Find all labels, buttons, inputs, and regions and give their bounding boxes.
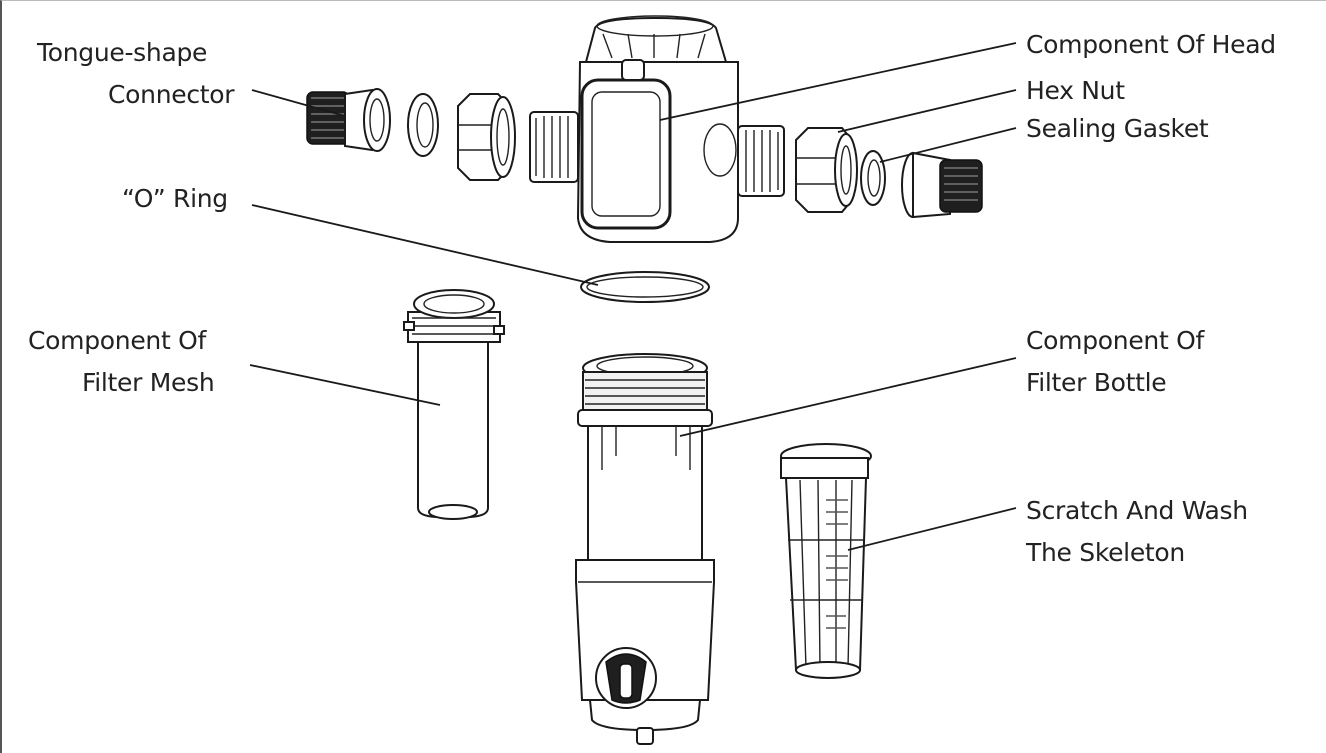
label-tongue-connector-line2: Connector: [108, 80, 235, 109]
label-hex-nut: Hex Nut: [1026, 76, 1125, 105]
right-hex-nut: [795, 127, 858, 213]
label-sealing-gasket: Sealing Gasket: [1026, 114, 1209, 143]
left-sealing-gasket: [407, 93, 439, 157]
label-head: Component Of Head: [1026, 30, 1276, 59]
filter-mesh: [403, 289, 505, 520]
leader-tongue-connector: [251, 89, 346, 117]
label-o-ring: “O” Ring: [122, 184, 228, 213]
leader-hex-nut: [837, 89, 1017, 133]
head-component: [529, 15, 785, 243]
leader-filter-mesh: [249, 364, 441, 406]
left-tongue-connector: [306, 88, 391, 152]
leader-filter-bottle: [679, 357, 1017, 437]
left-hex-nut: [457, 93, 516, 181]
filter-bottle: [575, 353, 715, 745]
o-ring: [580, 271, 710, 303]
leader-skeleton: [847, 507, 1017, 551]
label-filter-mesh-line2: Filter Mesh: [82, 368, 215, 397]
label-skeleton-line2: The Skeleton: [1026, 538, 1185, 567]
label-tongue-connector-line1: Tongue-shape: [37, 38, 208, 67]
leader-o-ring: [251, 204, 599, 286]
right-tongue-connector: [901, 151, 983, 219]
skeleton: [780, 443, 872, 679]
label-filter-mesh-line1: Component Of: [28, 326, 206, 355]
right-sealing-gasket: [860, 150, 886, 206]
leader-sealing-gasket: [879, 127, 1017, 163]
label-filter-bottle-line2: Filter Bottle: [1026, 368, 1167, 397]
leader-head: [659, 42, 1017, 121]
label-skeleton-line1: Scratch And Wash: [1026, 496, 1248, 525]
label-filter-bottle-line1: Component Of: [1026, 326, 1204, 355]
